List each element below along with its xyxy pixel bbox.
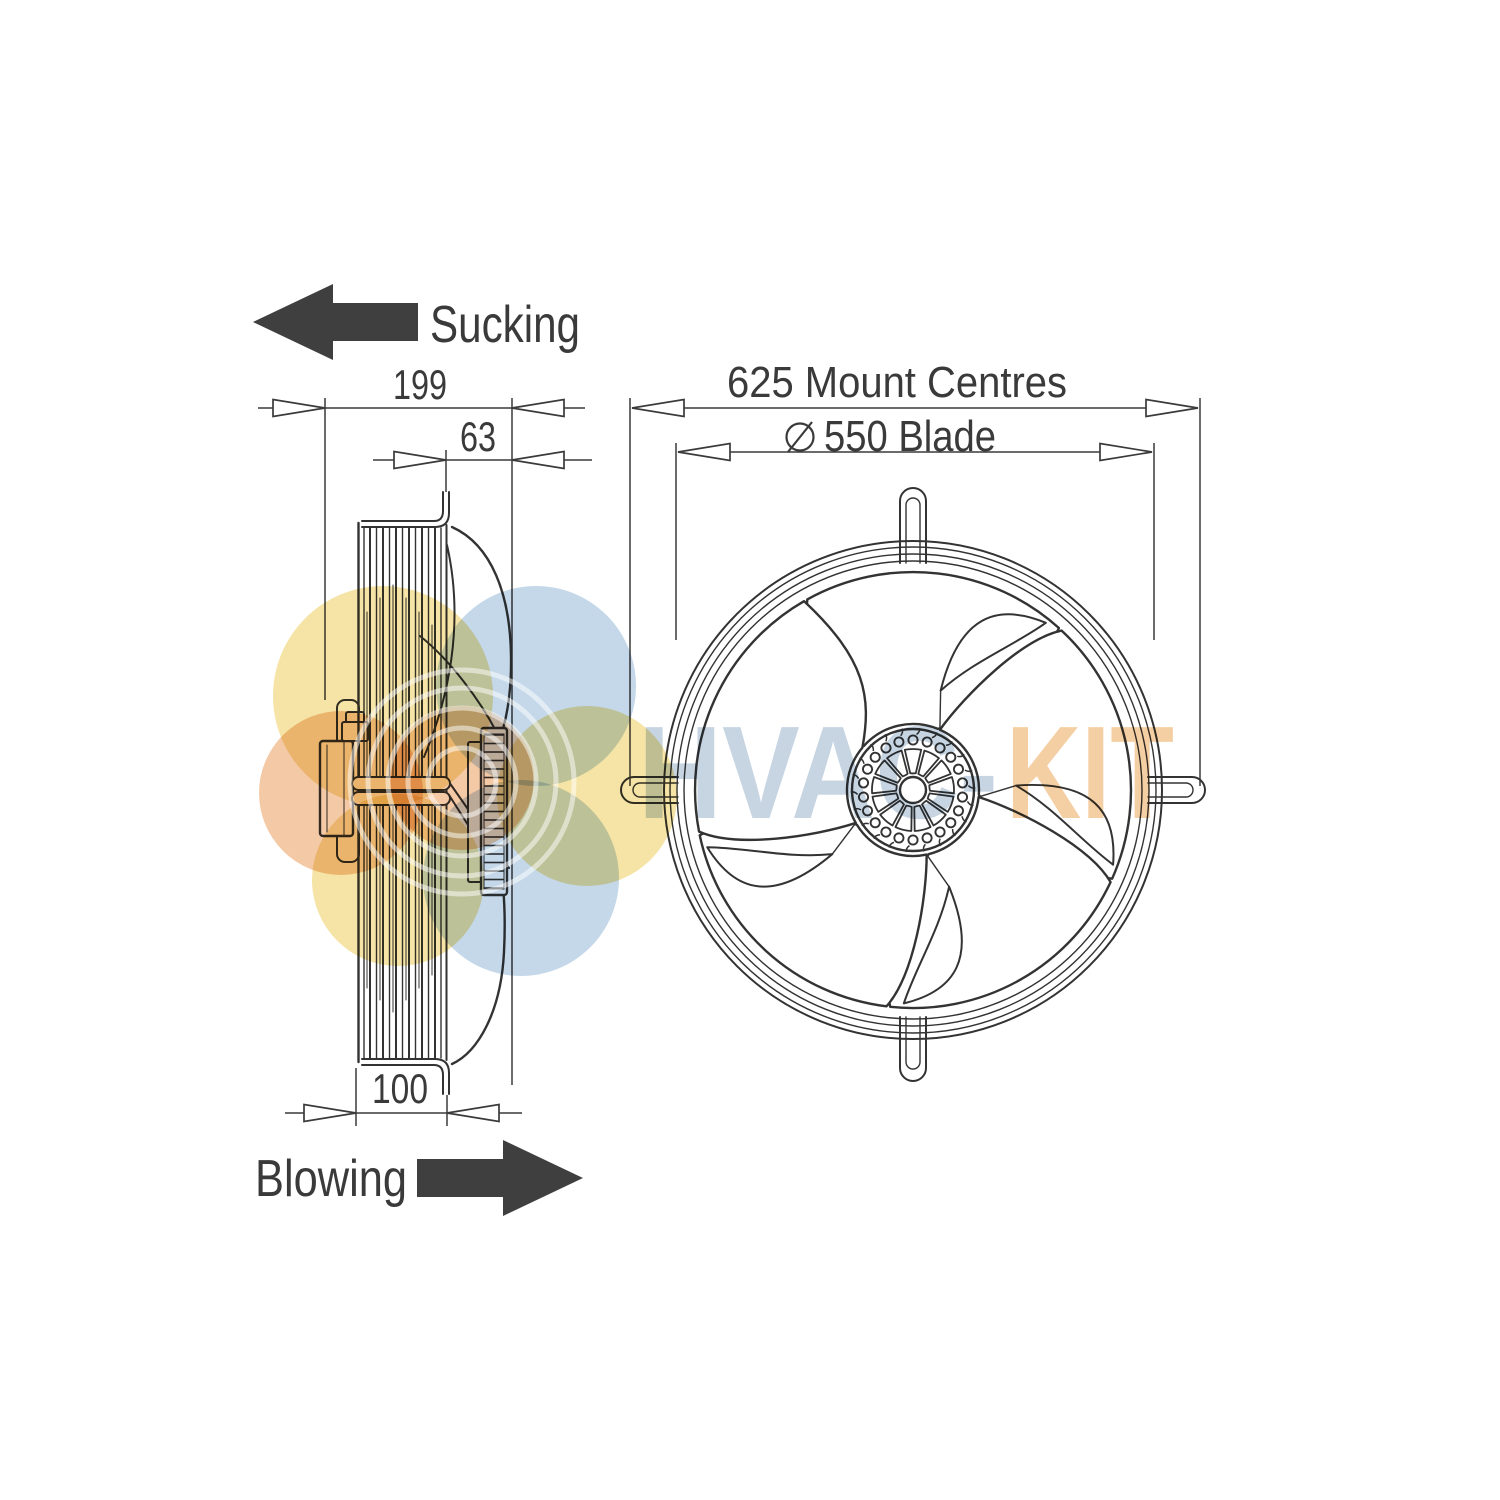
guard-ring: [663, 540, 1163, 1040]
diameter-symbol-icon: [785, 421, 815, 453]
fan-hub: [849, 727, 977, 853]
dim-mount-centres: 625 Mount Centres: [727, 358, 1067, 407]
watermark-text-primary: HVAC-: [638, 699, 998, 846]
brand-watermark: HVAC- KIT: [638, 699, 1174, 846]
dim-blade-diameter: 550 Blade: [824, 412, 996, 461]
dim-total-depth: 199: [393, 361, 447, 408]
logo-pinwheel-icon: [259, 586, 677, 976]
sucking-label: Sucking: [430, 296, 580, 354]
logo-rings: [347, 667, 577, 897]
front-view-dimensions: 625 Mount Centres 550 Blade: [629, 358, 1201, 786]
fan-front-view: [620, 487, 1206, 1082]
logo-watermark: [259, 586, 677, 976]
blowing-arrow-icon: [417, 1140, 583, 1216]
sucking-arrow-icon: [253, 284, 418, 360]
dim-blade-projection: 63: [460, 413, 496, 460]
airflow-annotations: Sucking Blowing: [253, 284, 583, 1216]
watermark-text-secondary: KIT: [1006, 699, 1174, 846]
blowing-label: Blowing: [255, 1150, 407, 1208]
dim-guard-depth: 100: [372, 1065, 428, 1112]
